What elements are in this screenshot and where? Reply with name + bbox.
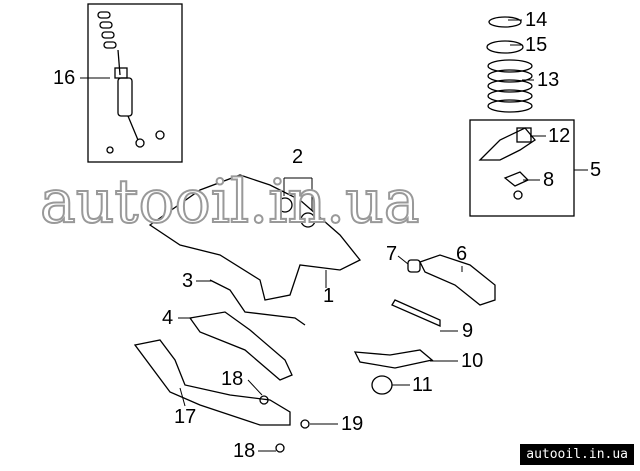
stabilizer-link-assembly [133, 339, 291, 426]
bushing-7 [407, 259, 421, 273]
callout-16: 16 [53, 67, 76, 89]
upper-control-arm [478, 127, 536, 200]
bolt [259, 395, 269, 405]
callout-15: 15 [525, 34, 548, 56]
bushing [300, 212, 316, 228]
callout-1: 1 [323, 285, 335, 307]
bushing-11 [371, 375, 393, 395]
lower-arm [419, 254, 496, 306]
callout-17: 17 [174, 406, 197, 428]
callout-7: 7 [386, 243, 398, 265]
stabilizer-bar [209, 279, 306, 326]
callout-6: 6 [456, 243, 468, 265]
spring-insulator [486, 40, 524, 54]
callout-18: 18 [221, 368, 244, 390]
callout-18-lower: 18 [233, 440, 256, 462]
callout-9: 9 [462, 320, 474, 342]
callout-8: 8 [543, 169, 555, 191]
watermark: autooil.in.ua [39, 167, 421, 237]
callout-19: 19 [341, 413, 364, 435]
callout-2: 2 [292, 146, 304, 168]
bolt [275, 443, 285, 453]
leader-lines [80, 19, 588, 452]
lateral-link [391, 299, 441, 327]
trailing-arm [188, 311, 293, 381]
shock-absorber-box [87, 3, 183, 163]
callout-3: 3 [182, 270, 194, 292]
callout-10: 10 [461, 350, 484, 372]
callout-5: 5 [590, 159, 602, 181]
callout-14: 14 [525, 9, 548, 31]
bushing [277, 197, 293, 213]
crossmember [148, 174, 362, 301]
callout-13: 13 [537, 69, 560, 91]
callout-4: 4 [162, 307, 174, 329]
coil-spring [487, 59, 533, 113]
upper-arm-box [469, 119, 575, 217]
callout-11: 11 [412, 374, 433, 396]
spring-seat-upper [488, 16, 522, 28]
toe-link [353, 349, 434, 369]
shock-absorber [97, 11, 165, 154]
bolt [300, 419, 310, 429]
callout-12: 12 [548, 125, 571, 147]
site-badge: autooil.in.ua [520, 444, 634, 465]
